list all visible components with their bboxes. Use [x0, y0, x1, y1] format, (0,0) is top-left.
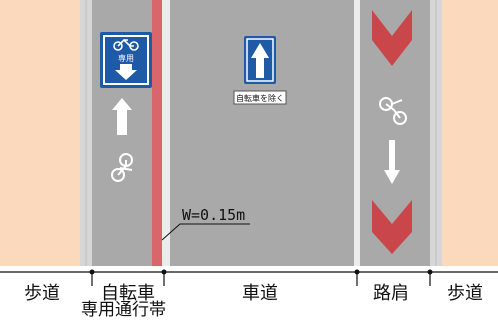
bicycle-icon — [113, 38, 139, 51]
section-label-roadway: 車道 — [242, 283, 278, 304]
sidewalk-left — [0, 0, 80, 266]
section-label-bike-lane-line2: 専用通行帯 — [81, 300, 166, 320]
shoulder-chevron-bottom — [372, 200, 412, 254]
down-arrow-icon — [115, 64, 137, 80]
shoulder-chevron-top — [372, 10, 412, 66]
section-label-shoulder: 路肩 — [373, 283, 409, 304]
curb-left — [80, 0, 92, 266]
shoulder-divider-line — [354, 0, 360, 266]
sign-exception-text: 自転車を除く — [236, 93, 284, 103]
width-note-label: W=0.15m — [182, 206, 246, 224]
one-way-sign: 自転車を除く — [233, 36, 287, 105]
curb-right — [430, 0, 442, 266]
road-divider-line — [162, 0, 170, 266]
up-arrow-icon — [251, 43, 269, 78]
bicycle-marking-icon — [111, 153, 133, 182]
section-divider-dots — [89, 269, 433, 275]
sign-exception-plate — [233, 90, 287, 105]
section-label-bike-lane: 自転車 — [101, 283, 155, 304]
bike-lane-red-line — [152, 0, 162, 266]
shoulder-bicycle-marking-icon — [379, 97, 407, 125]
down-arrow-marking — [384, 140, 400, 184]
up-arrow-marking — [112, 98, 132, 135]
bike-only-sign: 専用 — [100, 32, 152, 88]
bike-only-sign-text: 専用 — [118, 53, 134, 63]
section-label-sidewalk-right: 歩道 — [447, 283, 483, 304]
sidewalk-right — [442, 0, 498, 266]
section-label-sidewalk-left: 歩道 — [24, 283, 60, 304]
width-leader-line — [161, 223, 250, 241]
